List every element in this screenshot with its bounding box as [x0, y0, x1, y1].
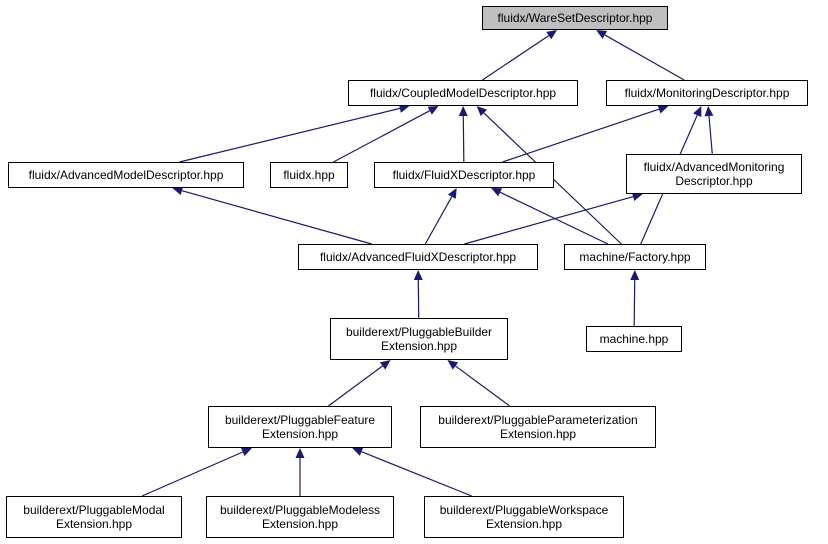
- node-advanced-model-descriptor[interactable]: fluidx/AdvancedModelDescriptor.hpp: [8, 162, 244, 188]
- node-machine-hpp[interactable]: machine.hpp: [586, 326, 682, 352]
- arrowhead-advancedmodeldescriptor-to-coupledmodeldescriptor: [398, 103, 410, 113]
- node-label: machine.hpp: [599, 332, 669, 346]
- arrowhead-pluggablemodalextension-to-pluggablefeatureextension: [240, 447, 252, 457]
- edge-monitoringdescriptor-to-waresetdescriptor: [604, 34, 685, 81]
- node-label: fluidx/MonitoringDescriptor.hpp: [624, 86, 790, 100]
- node-label: machine/Factory.hpp: [579, 250, 691, 264]
- node-pluggable-modeless-extension[interactable]: builderext/PluggableModeless Extension.h…: [206, 496, 394, 538]
- arrowhead-fluidx_hpp-to-coupledmodeldescriptor: [427, 106, 439, 115]
- edge-coupledmodeldescriptor-to-waresetdescriptor: [482, 35, 550, 81]
- arrowhead-monitoringdescriptor-to-waresetdescriptor: [596, 30, 608, 39]
- arrowhead-machine_factory-to-coupledmodeldescriptor: [476, 106, 487, 117]
- node-label-line-1: builderext/PluggableModeless: [219, 503, 381, 517]
- node-label-line-1: builderext/PluggableBuilder: [345, 325, 493, 339]
- node-fluidx-descriptor[interactable]: fluidx/FluidXDescriptor.hpp: [374, 162, 554, 188]
- node-label-line-1: builderext/PluggableFeature: [224, 413, 376, 427]
- edge-advancedfluidxdescriptor-to-fluidxdescriptor: [424, 196, 453, 245]
- node-pluggable-parameterization-extension[interactable]: builderext/PluggableParameterization Ext…: [420, 406, 656, 448]
- node-machine-factory[interactable]: machine/Factory.hpp: [564, 244, 706, 270]
- node-fluidx-hpp[interactable]: fluidx.hpp: [270, 162, 348, 188]
- node-wareset-descriptor: fluidx/WareSetDescriptor.hpp: [482, 6, 668, 30]
- edge-pluggableparameterizationextension-to-pluggablebuilderextension: [455, 365, 510, 407]
- node-label-line-2: Descriptor.hpp: [675, 174, 753, 188]
- arrowhead-advancedfluidxdescriptor-to-advancedmodeldescriptor: [172, 186, 184, 196]
- node-pluggable-builder-extension[interactable]: builderext/PluggableBuilder Extension.hp…: [330, 318, 508, 360]
- arrowhead-machine_factory-to-fluidxdescriptor: [491, 188, 503, 197]
- edge-fluidxdescriptor-to-monitoringdescriptor: [502, 108, 660, 163]
- node-monitoring-descriptor[interactable]: fluidx/MonitoringDescriptor.hpp: [606, 80, 808, 106]
- arrowhead-advancedfluidxdescriptor-to-fluidxdescriptor: [447, 188, 457, 199]
- node-label-line-1: fluidx/AdvancedMonitoring: [643, 160, 785, 174]
- node-label-line-2: Extension.hpp: [261, 517, 339, 531]
- node-label: fluidx/WareSetDescriptor.hpp: [497, 11, 653, 25]
- node-pluggable-modal-extension[interactable]: builderext/PluggableModal Extension.hpp: [6, 496, 182, 538]
- node-advanced-monitoring-descriptor[interactable]: fluidx/AdvancedMonitoring Descriptor.hpp: [626, 154, 802, 194]
- node-label-line-2: Extension.hpp: [380, 339, 458, 353]
- edge-pluggablemodalextension-to-pluggablefeatureextension: [141, 451, 244, 497]
- edge-pluggableworkspaceextension-to-pluggablefeatureextension: [361, 451, 472, 497]
- arrowhead-advancedfluidxdescriptor-to-advancedmonitoringdescriptor: [631, 192, 643, 202]
- node-advanced-fluidx-descriptor[interactable]: fluidx/AdvancedFluidXDescriptor.hpp: [298, 244, 538, 270]
- arrowhead-fluidxdescriptor-to-coupledmodeldescriptor: [458, 106, 468, 117]
- node-label-line-2: Extension.hpp: [499, 427, 577, 441]
- edge-machine_hpp-to-machine_factory: [633, 279, 636, 327]
- node-label: fluidx/FluidXDescriptor.hpp: [392, 168, 536, 182]
- arrowhead-machine_factory-to-monitoringdescriptor: [693, 106, 702, 117]
- node-label: fluidx.hpp: [283, 168, 335, 182]
- arrowhead-pluggablemodelessextension-to-pluggablefeatureextension: [295, 448, 305, 458]
- arrowhead-advancedmonitoringdescriptor-to-monitoringdescriptor: [704, 106, 714, 117]
- node-pluggable-feature-extension[interactable]: builderext/PluggableFeature Extension.hp…: [208, 406, 392, 448]
- arrowhead-pluggablefeatureextension-to-pluggablebuilderextension: [379, 360, 391, 370]
- edge-advancedmonitoringdescriptor-to-monitoringdescriptor: [708, 115, 713, 155]
- arrowhead-pluggableworkspaceextension-to-pluggablefeatureextension: [352, 447, 364, 456]
- node-label-line-1: builderext/PluggableParameterization: [438, 413, 638, 427]
- arrowhead-coupledmodeldescriptor-to-waresetdescriptor: [546, 30, 558, 40]
- edge-fluidxdescriptor-to-coupledmodeldescriptor: [462, 115, 465, 163]
- arrowhead-fluidxdescriptor-to-monitoringdescriptor: [657, 104, 669, 114]
- node-coupled-model-descriptor[interactable]: fluidx/CoupledModelDescriptor.hpp: [348, 80, 578, 106]
- node-label: fluidx/CoupledModelDescriptor.hpp: [369, 86, 557, 100]
- arrowhead-pluggableparameterizationextension-to-pluggablebuilderextension: [447, 360, 459, 370]
- edge-pluggablefeatureextension-to-pluggablebuilderextension: [328, 365, 383, 407]
- arrowhead-machine_hpp-to-machine_factory: [630, 270, 640, 281]
- arrowhead-pluggablebuilderextension-to-advancedfluidxdescriptor: [413, 270, 423, 281]
- node-label-line-2: Extension.hpp: [261, 427, 339, 441]
- node-pluggable-workspace-extension[interactable]: builderext/PluggableWorkspace Extension.…: [424, 496, 624, 538]
- node-label-line-2: Extension.hpp: [485, 517, 563, 531]
- node-label-line-1: builderext/PluggableModal: [23, 503, 165, 517]
- edge-advancedfluidxdescriptor-to-advancedmonitoringdescriptor: [464, 196, 634, 245]
- node-label: fluidx/AdvancedFluidXDescriptor.hpp: [319, 250, 517, 264]
- edge-machine_factory-to-fluidxdescriptor: [499, 191, 609, 245]
- edge-fluidx_hpp-to-coupledmodeldescriptor: [333, 110, 431, 163]
- node-label: fluidx/AdvancedModelDescriptor.hpp: [28, 168, 224, 182]
- node-label-line-1: builderext/PluggableWorkspace: [439, 503, 609, 517]
- node-label-line-2: Extension.hpp: [55, 517, 133, 531]
- edge-advancedmodeldescriptor-to-coupledmodeldescriptor: [179, 107, 400, 163]
- edge-advancedfluidxdescriptor-to-advancedmodeldescriptor: [181, 190, 372, 245]
